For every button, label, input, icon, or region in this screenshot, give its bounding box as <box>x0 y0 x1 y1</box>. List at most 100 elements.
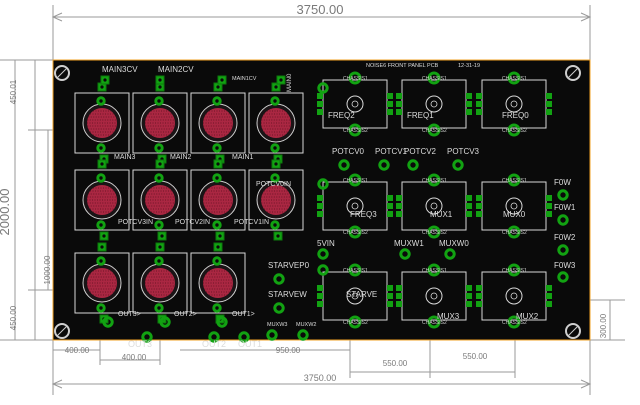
label-mux0: MUX0 <box>503 210 526 219</box>
label-out3-arrow: OUT3> <box>118 311 141 318</box>
small-ring-pad <box>102 316 114 328</box>
label-potcv0: POTCV0 <box>332 147 365 156</box>
jack-ring-bottom <box>154 220 164 230</box>
main3cv-pad <box>100 75 110 85</box>
jack-top-pad <box>213 159 223 169</box>
jack-ring-bottom <box>212 143 222 153</box>
pot-chassis-top <box>348 71 362 85</box>
label-freq1: FREQ1 <box>407 111 434 120</box>
label-main1: MAIN1 <box>232 154 254 161</box>
dim-top-width: 3750.00 <box>297 2 344 17</box>
label-potcv1: POTCV1 <box>375 147 408 156</box>
dim-bottom-950: 950.00 <box>276 346 301 355</box>
board-title: NOISE6 FRONT PANEL PCB <box>366 63 439 69</box>
pot-chassis-label: CHASSIS2 <box>502 128 527 134</box>
jack-ring-top <box>96 256 106 266</box>
label-muxw2: MUXW2 <box>296 322 316 328</box>
dim-bottom-400a: 400.00 <box>65 346 90 355</box>
pot-chassis-bottom <box>348 123 362 137</box>
pot-chassis-top <box>348 173 362 187</box>
label-out2: OUT2 <box>202 339 226 349</box>
board-date: 12-31-19 <box>458 63 480 69</box>
small-ring-pad <box>317 178 329 190</box>
pot-chassis-bottom <box>427 315 441 329</box>
jack-bottom-pad <box>273 231 283 241</box>
pot-chassis-bottom <box>348 225 362 239</box>
label-out2-arrow: OUT2> <box>174 311 197 318</box>
pot-chassis-label: CHASSIS2 <box>422 128 447 134</box>
small-ring-pad <box>238 331 250 343</box>
small-ring-pad <box>557 214 569 226</box>
label-potcv3: POTCV3 <box>447 147 480 156</box>
test-pads <box>100 75 569 343</box>
small-ring-pad <box>444 248 456 260</box>
dim-bottom-550b: 550.00 <box>463 352 488 361</box>
label-potcv3in: POTCV3IN <box>118 219 153 226</box>
label-mux1: MUX1 <box>430 210 453 219</box>
dim-left-top: 450.01 <box>9 79 18 104</box>
jack-ring-top <box>154 256 164 266</box>
main2cv-pad <box>155 75 165 85</box>
label-muxw1: MUXW1 <box>394 239 424 248</box>
label-out3: OUT3 <box>128 339 152 349</box>
pot-chassis-label: CHASSIS1 <box>502 268 527 274</box>
label-f0w3: F0W3 <box>554 261 576 270</box>
label-main3cv: MAIN3CV <box>102 65 138 74</box>
pot-chassis-label: CHASSIS1 <box>343 178 368 184</box>
label-main1cv: MAIN1CV <box>232 76 257 82</box>
label-starvew: STARVEW <box>268 290 307 299</box>
label-starve: STARVE <box>346 290 377 299</box>
jack-footprint <box>74 242 130 324</box>
dim-right-bottom: 300.00 <box>599 313 608 338</box>
dim-left-mid: 1000.00 <box>43 255 52 284</box>
main0-pad <box>276 75 286 85</box>
jack-bottom-pad <box>99 231 109 241</box>
label-potcv2in: POTCV2IN <box>175 219 210 226</box>
pot-chassis-label: CHASSIS1 <box>422 268 447 274</box>
jack-ring-bottom <box>212 303 222 313</box>
pot-chassis-label: CHASSIS2 <box>502 320 527 326</box>
small-ring-pad <box>557 244 569 256</box>
jack-footprints <box>74 82 304 324</box>
pot-chassis-label: CHASSIS1 <box>502 76 527 82</box>
label-freq3: FREQ3 <box>350 210 377 219</box>
pot-chassis-bottom <box>348 315 362 329</box>
small-ring-pad <box>378 159 390 171</box>
jack-top-pad <box>213 242 223 252</box>
dimension-right <box>590 299 625 341</box>
jack-bottom-pad <box>215 231 225 241</box>
mounting-holes <box>54 65 581 339</box>
dim-height: 2000.00 <box>0 189 12 236</box>
jack-footprint <box>74 82 130 164</box>
jack-footprint <box>190 159 246 241</box>
jack-ring-top <box>212 173 222 183</box>
small-ring-pad <box>216 316 228 328</box>
jack-footprint <box>190 82 246 164</box>
pot-chassis-bottom <box>507 123 521 137</box>
pot-chassis-bottom <box>507 315 521 329</box>
pot-chassis-bottom <box>427 225 441 239</box>
small-ring-pad <box>399 248 411 260</box>
label-mux3: MUX3 <box>437 312 460 321</box>
label-main0: MAIN0 <box>287 73 293 92</box>
pot-chassis-top <box>507 263 521 277</box>
jack-ring-bottom <box>270 220 280 230</box>
label-f0w1: F0W1 <box>554 203 576 212</box>
label-starvep0: STARVEP0 <box>268 261 310 270</box>
jack-top-pad <box>271 82 281 92</box>
jack-ring-top <box>96 173 106 183</box>
small-ring-pad <box>273 302 285 314</box>
pot-chassis-bottom <box>507 225 521 239</box>
dim-bottom-400b: 400.00 <box>122 353 147 362</box>
jack-top-pad <box>97 242 107 252</box>
pot-chassis-top <box>507 71 521 85</box>
jack-top-pad <box>155 159 165 169</box>
small-ring-pad <box>557 271 569 283</box>
pot-chassis-top <box>507 173 521 187</box>
